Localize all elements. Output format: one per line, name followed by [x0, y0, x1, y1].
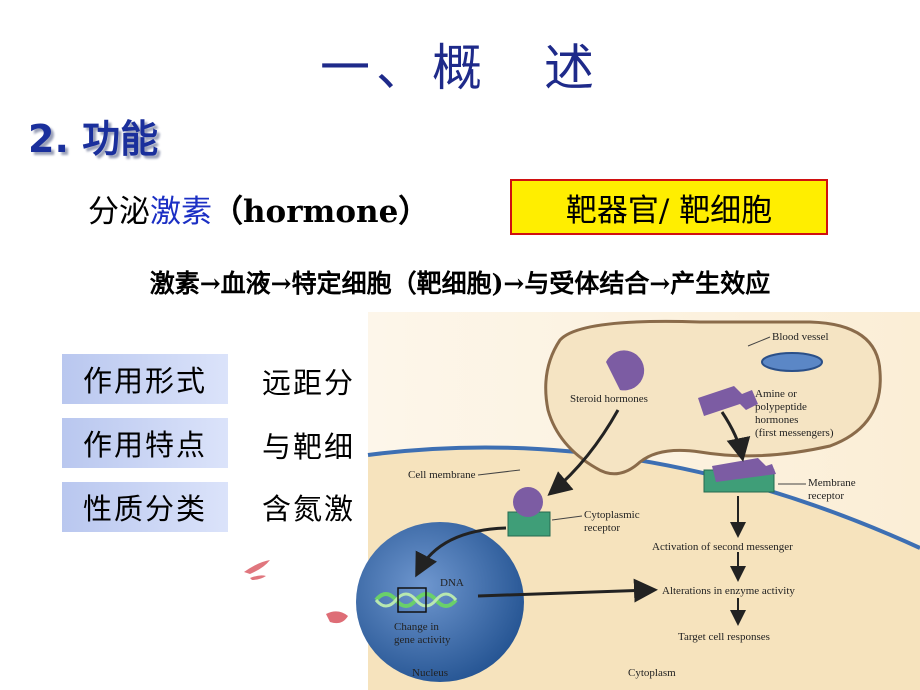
hormone-flow-sentence: 激素→血液→特定细胞（靶细胞)→与受体结合→产生效应: [149, 269, 771, 298]
label-membrane-receptor-1: Membrane: [808, 477, 856, 489]
label-enzyme: Alterations in enzyme activity: [662, 585, 795, 597]
dna-highlight-box: [397, 587, 427, 613]
section-heading: 2. 功能: [28, 117, 159, 161]
hormone-keyword: 激素: [150, 194, 212, 230]
label-amine-4: (first messengers): [755, 427, 834, 439]
label-gene-2: gene activity: [394, 634, 451, 646]
secrete-prefix: 分泌: [88, 194, 150, 230]
decorative-petal-1: [244, 560, 270, 580]
arrow-steroid-to-receptor: [547, 409, 620, 496]
label-second-messenger: Activation of second messenger: [652, 541, 793, 553]
label-cytoplasmic-2: receptor: [584, 522, 620, 534]
label-blood-vessel: Blood vessel: [772, 331, 829, 343]
row-text-classification: 含氮激: [262, 492, 356, 526]
target-organ-box: 靶器官/ 靶细胞: [510, 179, 828, 235]
label-cytoplasmic-1: Cytoplasmic: [584, 509, 640, 521]
steroid-hormone-icon: [606, 350, 645, 391]
arrow-gene-to-enzyme: [477, 578, 658, 603]
hormone-english: （hormone）: [212, 194, 430, 230]
row-text-feature: 与靶细: [262, 430, 356, 464]
label-cytoplasm: Cytoplasm: [628, 667, 676, 679]
decorative-petal-2: [326, 611, 348, 624]
label-gene-1: Change in: [394, 621, 439, 633]
label-amine-3: hormones: [755, 414, 798, 426]
label-dna: DNA: [440, 577, 464, 589]
arrow-receptor-to-nucleus: [415, 526, 507, 578]
bound-hormone-icon: [712, 458, 776, 482]
label-amine-2: polypeptide: [755, 401, 807, 413]
label-box-classification: 性质分类: [62, 482, 228, 532]
arrow-amine-to-receptor: [720, 411, 751, 462]
label-steroid-hormones: Steroid hormones: [570, 393, 648, 405]
label-cell-membrane: Cell membrane: [408, 469, 476, 481]
leader-cytoplasmic-receptor: [551, 515, 583, 521]
label-nucleus: Nucleus: [412, 667, 448, 679]
label-box-form: 作用形式: [62, 354, 228, 404]
label-membrane-receptor-2: receptor: [808, 490, 844, 502]
steroid-bound-icon: [513, 487, 543, 517]
amine-hormone-icon: [698, 386, 758, 416]
slide-title: 一、概 述: [320, 39, 600, 97]
row-text-form: 远距分: [262, 366, 356, 400]
label-amine-1: Amine or: [755, 388, 797, 400]
label-box-feature: 作用特点: [62, 418, 228, 468]
leader-blood-vessel: [747, 336, 771, 347]
blood-cell-icon: [761, 352, 823, 372]
leader-membrane: [477, 469, 521, 476]
dna-helix-strand: [374, 592, 458, 608]
label-responses: Target cell responses: [678, 631, 770, 643]
secrete-line: 分泌激素（hormone）: [88, 186, 429, 231]
